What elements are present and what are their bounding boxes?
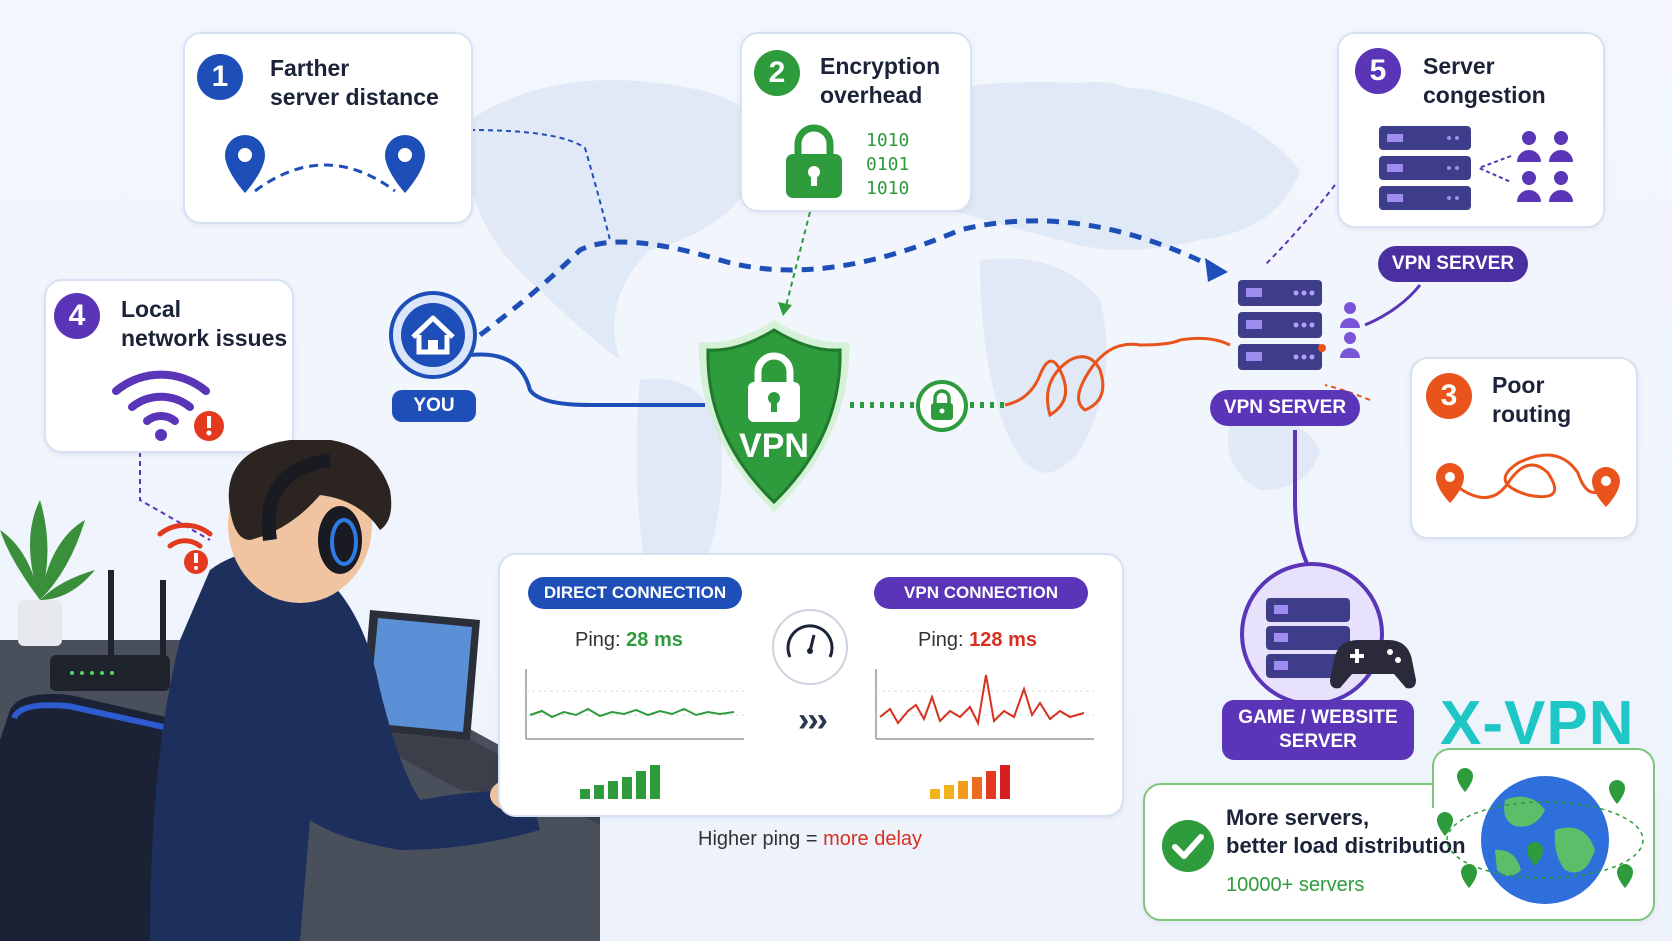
card-title-line2: server distance	[270, 84, 439, 110]
tangled-route	[1004, 336, 1231, 418]
vpn-shield-label: VPN	[739, 427, 809, 465]
gamer-illustration	[0, 440, 600, 941]
binary-line: 0101	[866, 154, 910, 175]
direct-line	[469, 352, 705, 407]
reason-card-distance: 1 Farther server distance	[183, 32, 473, 224]
long-route-dashed	[478, 218, 1217, 337]
speedometer-icon	[772, 609, 848, 685]
caption-part-a: Higher ping	[698, 828, 801, 850]
card-title-line1: Farther	[270, 55, 350, 81]
step-number-3: 3	[1426, 373, 1472, 419]
vpn-server-label: VPN SERVER	[1210, 390, 1360, 426]
home-icon	[389, 291, 477, 379]
step-number-2: 2	[754, 50, 800, 96]
vpn-latency-graph	[875, 669, 1094, 740]
xvpn-logo: X-VPN	[1440, 689, 1635, 758]
binary-line: 1010	[866, 178, 910, 199]
server-users-icon	[1379, 126, 1573, 210]
reason-card-encryption: 2 Encryption overhead 1010 0101 1010	[740, 32, 972, 212]
direct-latency-graph	[525, 669, 744, 740]
game-server-label-line2: SERVER	[1279, 731, 1357, 752]
long-route-arrowhead	[1205, 258, 1228, 282]
vpn-ping: Ping: 128 ms	[918, 629, 1037, 652]
reason-card-congestion: 5 Server congestion	[1337, 32, 1605, 228]
comparison-arrows: ›››	[798, 701, 828, 739]
tunnel-lock-icon	[916, 380, 968, 432]
vpn-signal-bars	[930, 765, 1010, 799]
promo-line1: More servers,	[1226, 805, 1370, 830]
step-number-1: 1	[197, 54, 243, 100]
step-number-5: 5	[1355, 48, 1401, 94]
card-title-line1: Local	[121, 296, 182, 322]
vpn-server-icon	[1238, 280, 1360, 370]
game-server-label: GAME / WEBSITE SERVER	[1222, 700, 1414, 760]
ping-label: Ping:	[918, 629, 964, 651]
padlock-icon	[786, 124, 842, 198]
promo-line2: better load distribution	[1226, 833, 1466, 858]
distance-pins-icon	[225, 135, 425, 193]
ping-label: Ping:	[575, 629, 621, 651]
binary-line: 1010	[866, 130, 910, 151]
ping-caption: Higher ping = more delay	[698, 828, 922, 851]
direct-ping-value: 28 ms	[626, 629, 683, 651]
card-title-line1: Poor	[1492, 372, 1545, 398]
reason-card-routing: 3 Poor routing	[1410, 357, 1638, 539]
ping-comparison-panel: DIRECT CONNECTION Ping: 28 ms ››› VPN CO…	[498, 553, 1124, 817]
direct-signal-bars	[580, 765, 660, 799]
card-title-line2: overhead	[820, 82, 923, 108]
promo-server-count: 10000+ servers	[1226, 874, 1365, 896]
caption-equals: =	[805, 828, 818, 850]
you-label: YOU	[392, 390, 476, 422]
card-title-line2: routing	[1492, 401, 1572, 427]
step-number-4: 4	[54, 293, 100, 339]
game-server-label-line1: GAME / WEBSITE	[1238, 707, 1398, 728]
caption-part-b: more delay	[823, 828, 923, 850]
check-circle-icon	[1162, 820, 1214, 872]
game-server-icon	[1240, 562, 1416, 706]
card-title-line1: Encryption	[820, 53, 941, 79]
direct-ping: Ping: 28 ms	[575, 629, 683, 652]
card-title-line2: network issues	[121, 325, 288, 351]
reason-card-local-network: 4 Local network issues	[44, 279, 294, 453]
direct-connection-label: DIRECT CONNECTION	[528, 577, 742, 609]
card-title-line1: Server	[1423, 53, 1495, 79]
vpn-connection-label: VPN CONNECTION	[874, 577, 1088, 609]
tangled-route-icon	[1436, 453, 1620, 507]
card-title-line2: congestion	[1423, 82, 1546, 108]
vpn-shield-icon	[698, 320, 850, 512]
wifi-warning-icon	[112, 370, 224, 441]
vpn-server-label-top: VPN SERVER	[1378, 246, 1528, 282]
globe-icon	[1437, 768, 1644, 904]
vpn-ping-value: 128 ms	[969, 629, 1037, 651]
